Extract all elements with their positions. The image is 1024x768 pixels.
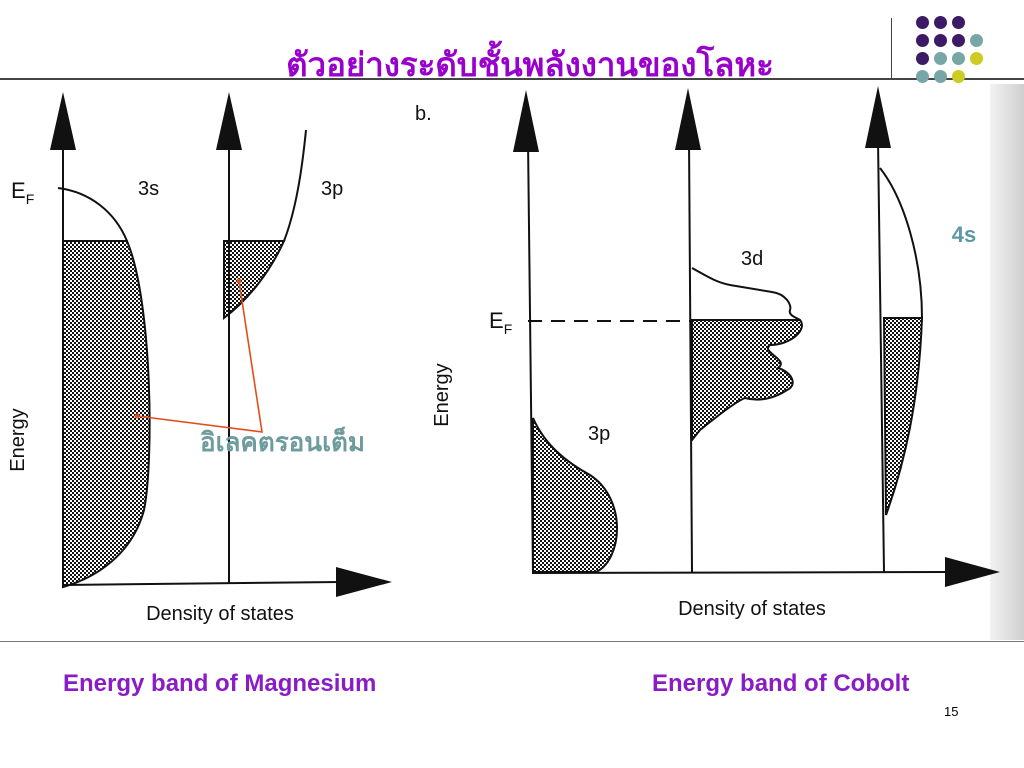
co-4s-empty-curve — [879, 167, 923, 319]
magnesium-caption: Energy band of Magnesium — [63, 670, 377, 697]
dot — [934, 52, 947, 65]
dot — [952, 70, 965, 83]
co-4s-axis-arrow — [865, 86, 891, 148]
mg-pointer-dot — [236, 278, 242, 284]
title-divider — [0, 78, 1024, 80]
dot — [952, 52, 965, 65]
dot — [934, 70, 947, 83]
co-3d-label: 3d — [741, 248, 763, 270]
co-x-axis-arrow — [945, 557, 1000, 587]
co-x-axis-label: Density of states — [678, 598, 826, 620]
scan-edge-shadow — [990, 84, 1024, 640]
co-3d-empty-curve — [691, 267, 801, 321]
mg-y-axis-arrow — [50, 92, 76, 150]
mg-x-axis-label: Density of states — [146, 603, 294, 625]
co-3p-label: 3p — [588, 423, 610, 445]
magnesium-diagram: EF 3s 3p Energy Density of states อิเลคต… — [7, 92, 392, 625]
co-3d-axis-arrow — [675, 88, 701, 150]
slide-title: ตัวอย่างระดับชั้นพลังงานของโลหะ — [286, 45, 774, 84]
corner-divider — [891, 18, 892, 78]
co-3p-filled-band — [532, 417, 618, 573]
mg-3s-label: 3s — [138, 178, 159, 200]
co-4s-filled-band — [882, 317, 924, 516]
co-4s-axis — [877, 139, 885, 573]
content-divider — [0, 641, 1024, 642]
co-4s-label: 4s — [941, 216, 987, 256]
mg-pointer-dot — [134, 413, 140, 419]
cobalt-caption: Energy band of Cobolt — [652, 670, 910, 697]
co-x-axis — [532, 571, 951, 574]
mg-annotation-pointer — [136, 280, 263, 433]
mg-3p-filled-band — [223, 240, 286, 321]
co-panel-label: b. — [415, 103, 432, 125]
dot — [916, 34, 929, 47]
cobalt-diagram: b. EF 3d 3p Energy Density of states — [415, 86, 1000, 620]
dot — [970, 34, 983, 47]
mg-3p-axis-arrow — [216, 92, 242, 150]
co-y-axis — [527, 139, 534, 575]
dot — [916, 70, 929, 83]
mg-3s-empty-curve — [57, 187, 128, 242]
decorative-dots — [910, 14, 1010, 84]
mg-x-axis-arrow — [336, 567, 392, 597]
dot — [934, 34, 947, 47]
dot — [952, 16, 965, 29]
co-3d-axis — [688, 139, 693, 573]
mg-x-axis — [62, 581, 341, 586]
dot — [916, 52, 929, 65]
dot — [952, 34, 965, 47]
dot — [970, 52, 983, 65]
co-fermi-label: EF — [489, 308, 512, 337]
mg-3s-filled-band — [62, 240, 151, 589]
co-3d-filled-band — [691, 319, 803, 443]
mg-fermi-label: EF — [11, 178, 34, 207]
co-y-axis-arrow — [513, 90, 539, 152]
mg-3p-empty-curve — [283, 129, 307, 242]
co-y-axis-label: Energy — [431, 363, 453, 426]
mg-y-axis-label: Energy — [7, 408, 29, 471]
dot — [934, 16, 947, 29]
mg-3p-label: 3p — [321, 178, 343, 200]
dot — [916, 16, 929, 29]
page-number: 15 — [944, 704, 959, 719]
mg-annotation-label: อิเลคตรอนเต็ม — [200, 426, 365, 458]
